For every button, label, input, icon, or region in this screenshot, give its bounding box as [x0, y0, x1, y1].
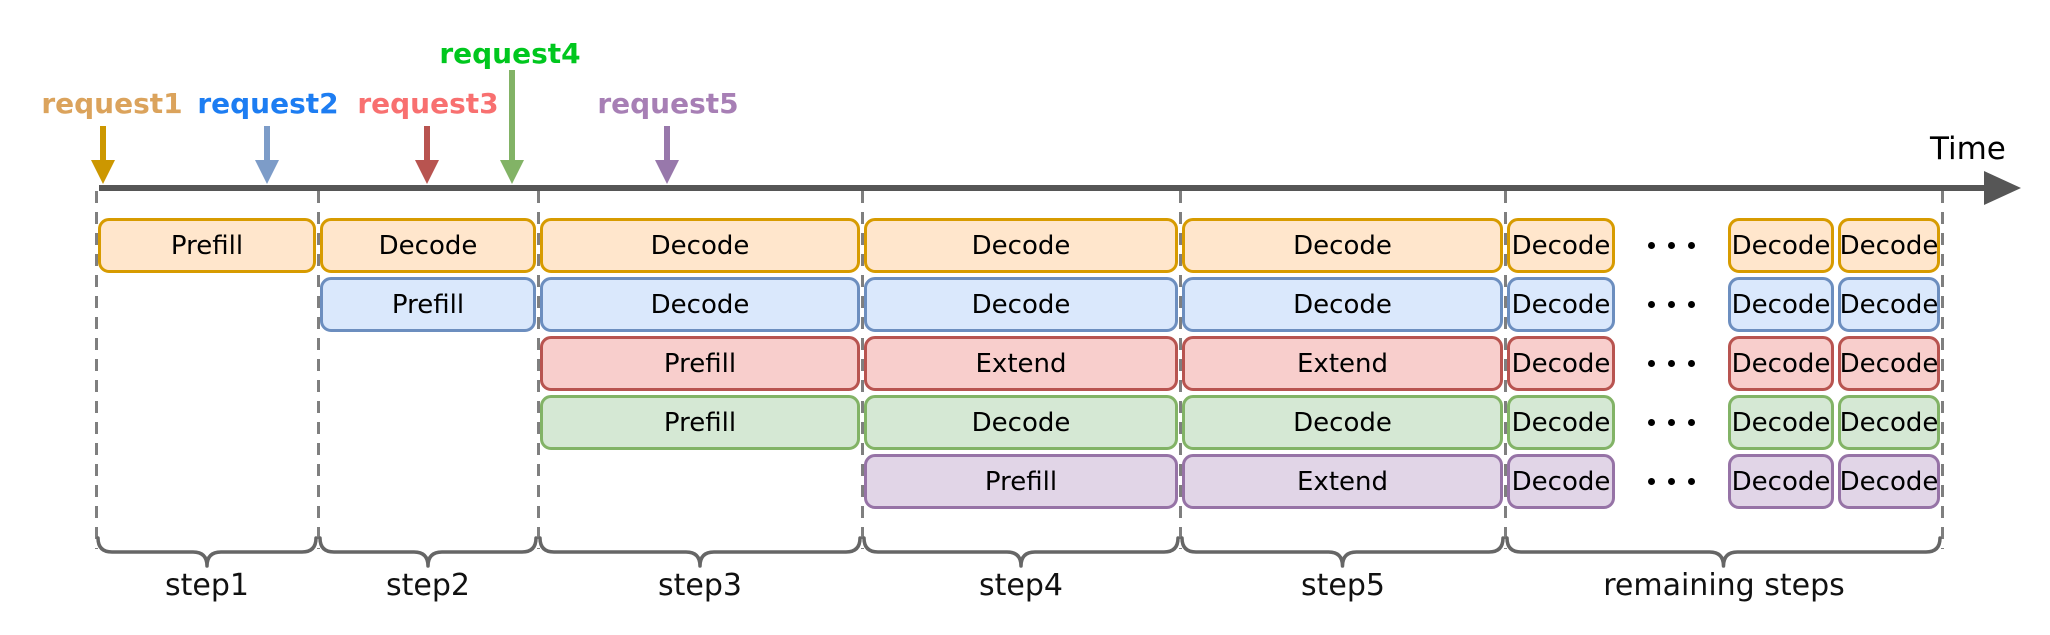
time-axis-arrowhead-icon — [1984, 171, 2021, 205]
task-box: Decode — [540, 218, 860, 273]
ellipsis-dots — [1626, 336, 1716, 391]
task-box: Decode — [1728, 454, 1834, 509]
step-label: step3 — [658, 568, 742, 603]
task-box: Prefill — [540, 336, 860, 391]
request-arrow-down-icon — [651, 126, 683, 184]
ellipsis-dot — [1687, 478, 1695, 485]
task-box: Decode — [864, 218, 1178, 273]
ellipsis-dot — [1687, 242, 1695, 249]
ellipsis-dot — [1647, 478, 1655, 485]
step-underbrace — [1505, 536, 1942, 570]
task-box: Decode — [1182, 218, 1503, 273]
ellipsis-dot — [1667, 360, 1675, 367]
task-box: Decode — [1728, 395, 1834, 450]
task-box: Decode — [1838, 395, 1940, 450]
task-box: Decode — [1838, 454, 1940, 509]
task-box: Decode — [1507, 454, 1615, 509]
task-box: Prefill — [320, 277, 536, 332]
request-label: request2 — [197, 87, 339, 120]
task-box: Prefill — [864, 454, 1178, 509]
step-boundary-dashed-line — [1503, 191, 1507, 549]
time-axis-line — [99, 185, 1987, 191]
step-underbrace — [96, 536, 318, 570]
task-box: Decode — [1728, 218, 1834, 273]
ellipsis-dots — [1626, 277, 1716, 332]
time-axis-label: Time — [1930, 131, 2006, 167]
step-boundary-dashed-line — [1178, 191, 1182, 549]
task-box: Decode — [864, 395, 1178, 450]
step-underbrace — [862, 536, 1180, 570]
ellipsis-dot — [1647, 242, 1655, 249]
ellipsis-dot — [1667, 301, 1675, 308]
step-boundary-dashed-line — [1940, 191, 1944, 549]
step-boundary-dashed-line — [860, 191, 864, 549]
request-arrow-down-icon — [251, 126, 283, 184]
request-label: request5 — [597, 87, 739, 120]
step-boundary-dashed-line — [316, 191, 320, 549]
request-arrow-down-icon — [411, 126, 443, 184]
step-underbrace — [318, 536, 538, 570]
step-boundary-dashed-line — [94, 191, 98, 549]
task-box: Prefill — [98, 218, 316, 273]
task-box: Decode — [1838, 277, 1940, 332]
task-box: Extend — [864, 336, 1178, 391]
request-arrow-down-icon — [87, 126, 119, 184]
task-box: Decode — [1838, 336, 1940, 391]
step-boundary-dashed-line — [536, 191, 540, 549]
ellipsis-dots — [1626, 218, 1716, 273]
step-label: remaining steps — [1603, 568, 1845, 603]
step-label: step5 — [1301, 568, 1385, 603]
task-box: Decode — [1507, 336, 1615, 391]
request-label: request4 — [439, 37, 581, 70]
ellipsis-dot — [1647, 419, 1655, 426]
ellipsis-dot — [1667, 419, 1675, 426]
task-box: Decode — [1728, 277, 1834, 332]
task-box: Decode — [1182, 277, 1503, 332]
task-box: Decode — [540, 277, 860, 332]
task-box: Decode — [1507, 277, 1615, 332]
ellipsis-dot — [1667, 478, 1675, 485]
task-box: Decode — [1838, 218, 1940, 273]
task-box: Decode — [1507, 218, 1615, 273]
step-label: step1 — [165, 568, 249, 603]
ellipsis-dot — [1687, 419, 1695, 426]
ellipsis-dot — [1667, 242, 1675, 249]
step-label: step2 — [386, 568, 470, 603]
step-label: step4 — [979, 568, 1063, 603]
task-box: Prefill — [540, 395, 860, 450]
step-underbrace — [1180, 536, 1505, 570]
task-box: Decode — [1728, 336, 1834, 391]
request-arrow-down-icon — [496, 70, 528, 184]
request-label: request3 — [357, 87, 499, 120]
task-box: Decode — [864, 277, 1178, 332]
ellipsis-dots — [1626, 454, 1716, 509]
ellipsis-dot — [1687, 360, 1695, 367]
task-box: Decode — [1507, 395, 1615, 450]
task-box: Extend — [1182, 454, 1503, 509]
task-box: Decode — [320, 218, 536, 273]
task-box: Extend — [1182, 336, 1503, 391]
ellipsis-dot — [1647, 301, 1655, 308]
ellipsis-dot — [1687, 301, 1695, 308]
ellipsis-dot — [1647, 360, 1655, 367]
request-label: request1 — [41, 87, 183, 120]
task-box: Decode — [1182, 395, 1503, 450]
step-underbrace — [538, 536, 862, 570]
ellipsis-dots — [1626, 395, 1716, 450]
